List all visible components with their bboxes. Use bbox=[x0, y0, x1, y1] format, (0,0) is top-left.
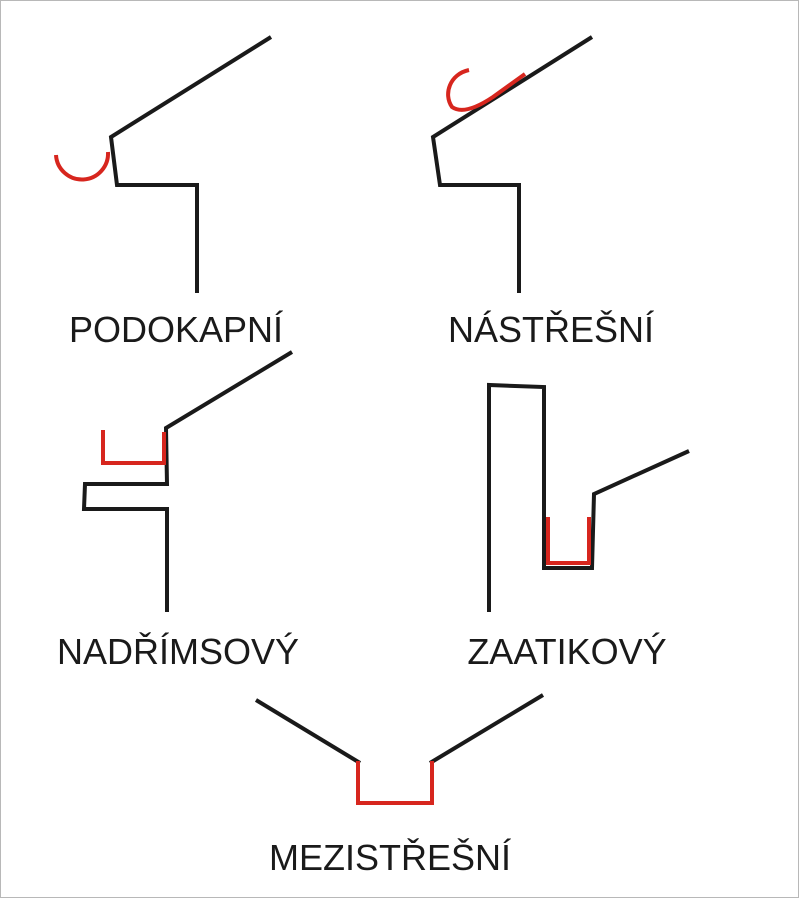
diagram-nadrimsovy: NADŘÍMSOVÝ bbox=[57, 350, 299, 672]
diagram-podokapni: PODOKAPNÍ bbox=[54, 35, 283, 350]
roof-profile-nadrimsovy bbox=[81, 350, 294, 612]
roof-profile-zaatikovy bbox=[487, 382, 690, 612]
diagram-zaatikovy: ZAATIKOVÝ bbox=[467, 382, 690, 672]
gutter-zaatikovy bbox=[546, 517, 591, 565]
gutter-mezistresni bbox=[356, 761, 434, 805]
diagram-mezistresni: MEZISTŘEŠNÍ bbox=[254, 693, 545, 878]
gutter-nadrimsovy bbox=[101, 430, 166, 465]
label-mezistresni: MEZISTŘEŠNÍ bbox=[269, 837, 511, 878]
roof-profile-mezistresni-right bbox=[428, 693, 545, 765]
label-zaatikovy: ZAATIKOVÝ bbox=[467, 631, 666, 672]
roof-profile-podokapni bbox=[108, 35, 273, 293]
gutter-nastresni bbox=[446, 68, 527, 112]
roof-profile-mezistresni-left bbox=[254, 698, 362, 765]
label-podokapni: PODOKAPNÍ bbox=[69, 309, 283, 350]
label-nadrimsovy: NADŘÍMSOVÝ bbox=[57, 631, 299, 672]
diagram-nastresni: NÁSTŘEŠNÍ bbox=[430, 35, 654, 350]
label-nastresni: NÁSTŘEŠNÍ bbox=[448, 309, 654, 350]
gutter-podokapni bbox=[54, 151, 111, 182]
